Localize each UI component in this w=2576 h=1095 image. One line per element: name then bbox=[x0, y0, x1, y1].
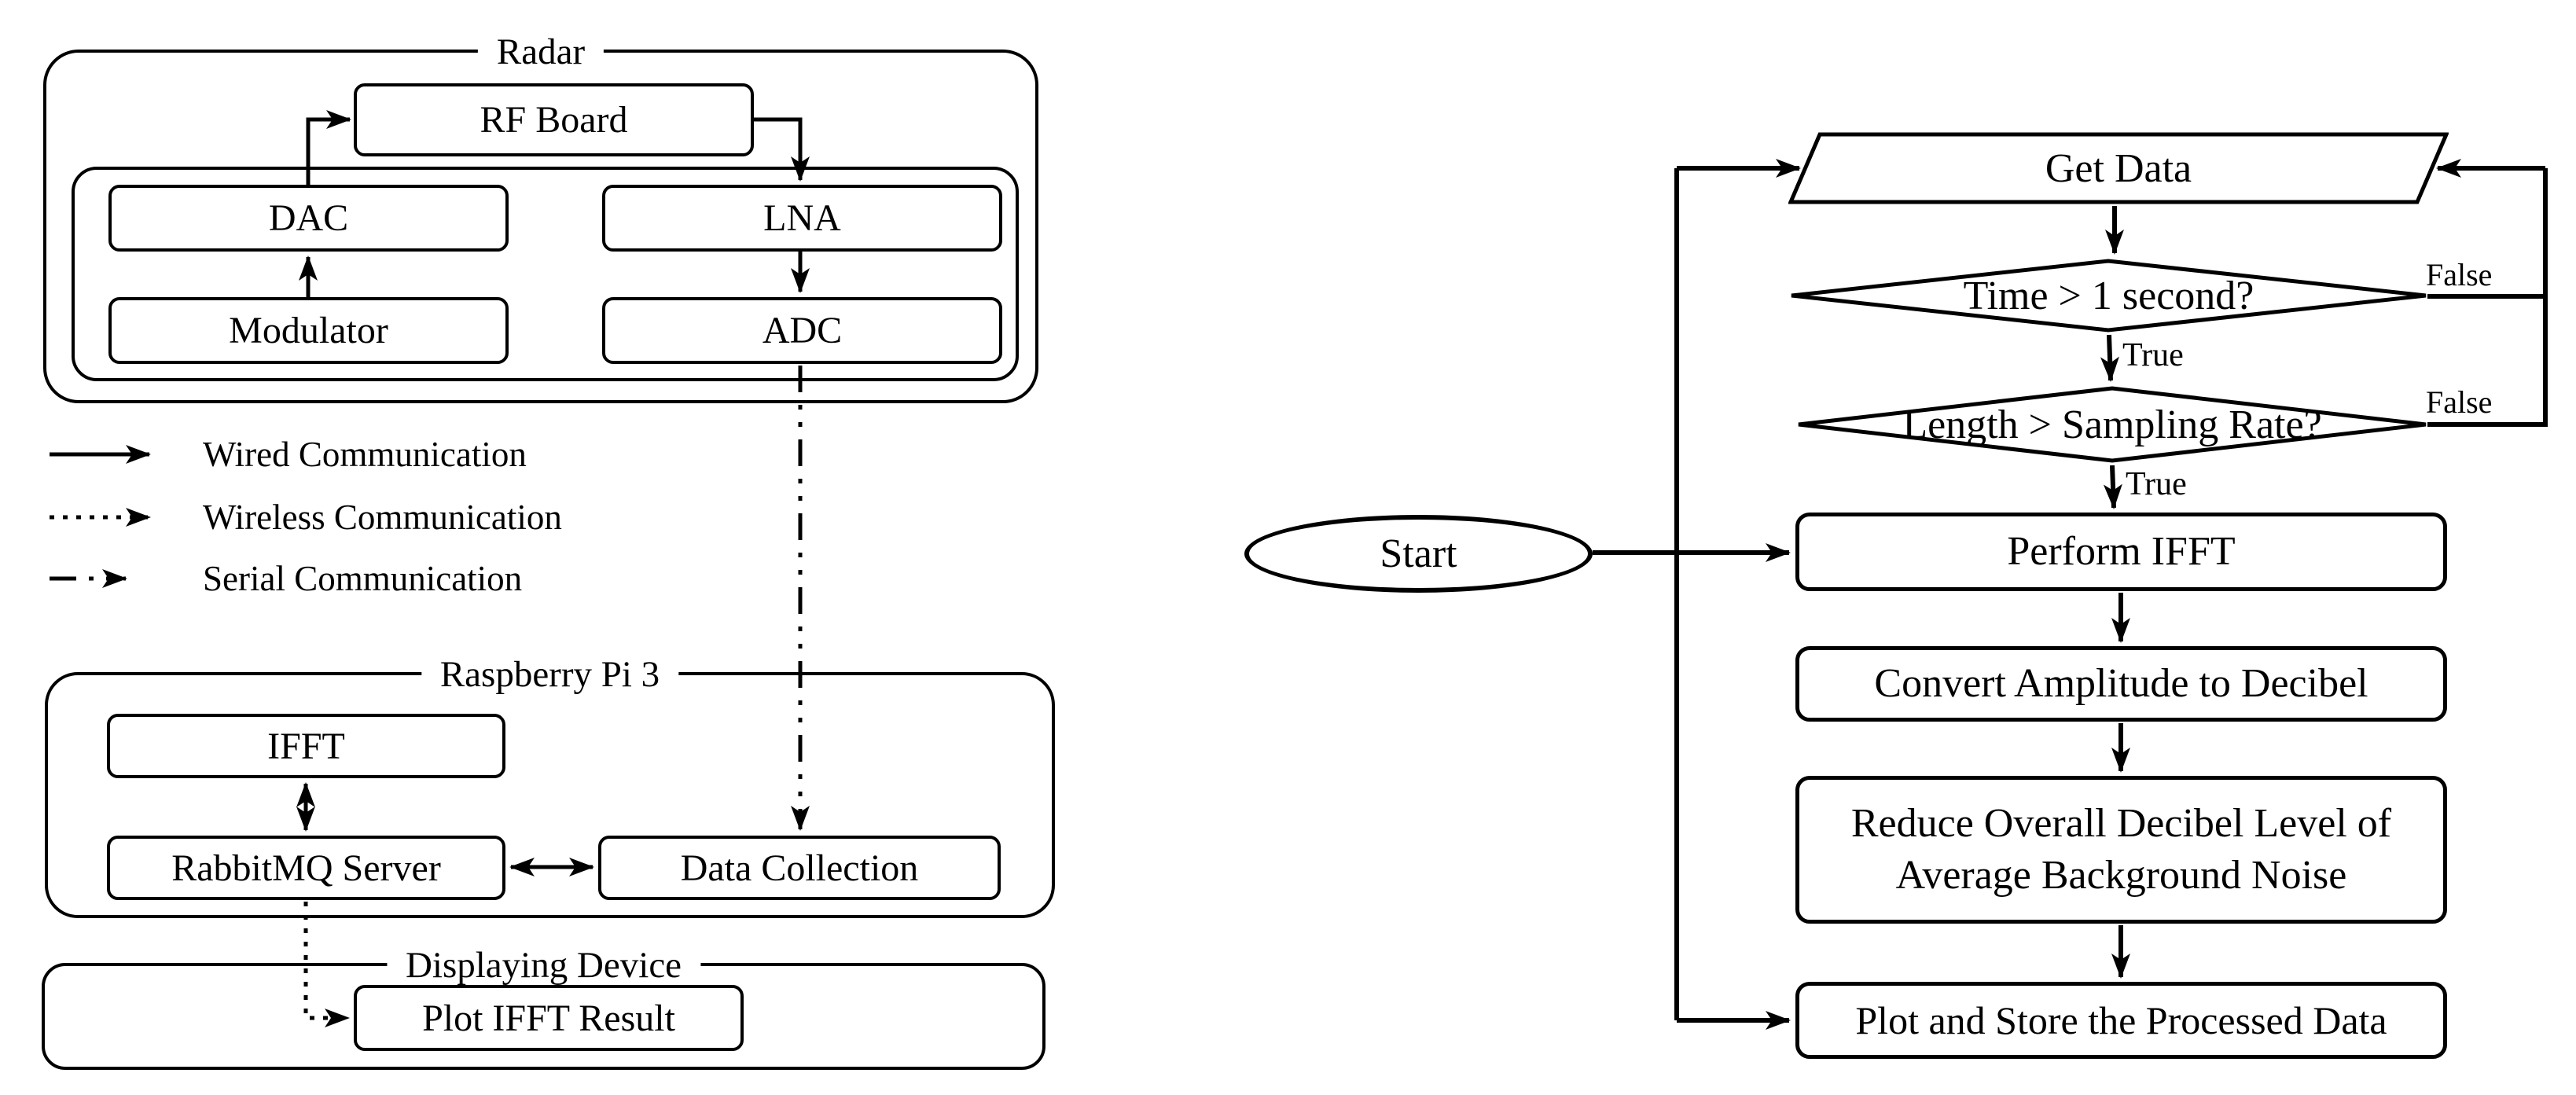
dac-label: DAC bbox=[268, 197, 349, 239]
start-node: Start bbox=[1244, 515, 1593, 593]
perform-ifft-node: Perform IFFT bbox=[1795, 513, 2447, 591]
convert-amplitude-node: Convert Amplitude to Decibel bbox=[1795, 646, 2447, 722]
length-check-label: Length > Sampling Rate? bbox=[1902, 402, 2322, 447]
modulator-label: Modulator bbox=[229, 310, 388, 351]
time-check-label: Time > 1 second? bbox=[1963, 273, 2254, 318]
length-check-true-label: True bbox=[2126, 466, 2187, 502]
lna-node: LNA bbox=[602, 185, 1002, 252]
reduce-decibel-label-line2: Average Background Noise bbox=[1895, 853, 2347, 898]
perform-ifft-label: Perform IFFT bbox=[2007, 529, 2236, 574]
time-check-node: Time > 1 second? bbox=[1788, 258, 2429, 333]
ifft-node: IFFT bbox=[107, 714, 505, 778]
plot-ifft-result-label: Plot IFFT Result bbox=[422, 997, 675, 1039]
length-check-false-label: False bbox=[2426, 384, 2493, 420]
legend-wired-label: Wired Communication bbox=[203, 435, 527, 474]
time-check-false-label: False bbox=[2426, 257, 2493, 292]
radar-group-label: Radar bbox=[477, 30, 604, 74]
plot-store-node: Plot and Store the Processed Data bbox=[1795, 982, 2447, 1059]
flow-arrow-time-check-to-length-check bbox=[2100, 334, 2119, 382]
legend-serial-label: Serial Communication bbox=[203, 559, 523, 598]
diamond-shape bbox=[1791, 259, 2427, 333]
adc-node: ADC bbox=[602, 297, 1002, 364]
reduce-decibel-label-line1: Reduce Overall Decibel Level of bbox=[1850, 801, 2392, 846]
displaying-device-group-label: Displaying Device bbox=[386, 943, 701, 987]
diamond-shape bbox=[1798, 386, 2427, 463]
rf-board-node: RF Board bbox=[354, 83, 754, 156]
raspberry-pi-group-label: Raspberry Pi 3 bbox=[421, 652, 679, 696]
time-check-true-label: True bbox=[2122, 337, 2184, 373]
adc-label: ADC bbox=[762, 310, 843, 351]
plot-ifft-result-node: Plot IFFT Result bbox=[354, 985, 744, 1051]
dac-node: DAC bbox=[108, 185, 509, 252]
convert-amplitude-label: Convert Amplitude to Decibel bbox=[1874, 661, 2368, 706]
plot-store-label: Plot and Store the Processed Data bbox=[1855, 998, 2387, 1042]
modulator-node: Modulator bbox=[108, 297, 509, 364]
length-check-node: Length > Sampling Rate? bbox=[1795, 385, 2429, 464]
get-data-label: Get Data bbox=[2045, 145, 2192, 191]
parallelogram-shape bbox=[1788, 132, 2449, 204]
rabbitmq-server-label: RabbitMQ Server bbox=[171, 847, 441, 889]
flow-arrow-length-check-to-perform-ifft bbox=[2103, 465, 2122, 509]
data-collection-node: Data Collection bbox=[598, 836, 1001, 900]
rabbitmq-server-node: RabbitMQ Server bbox=[107, 836, 505, 900]
rf-board-label: RF Board bbox=[480, 99, 628, 141]
start-label: Start bbox=[1380, 531, 1457, 576]
lna-label: LNA bbox=[763, 197, 841, 239]
reduce-decibel-node: Reduce Overall Decibel Level of Average … bbox=[1795, 776, 2447, 924]
data-collection-label: Data Collection bbox=[680, 847, 919, 889]
get-data-node: Get Data bbox=[1788, 132, 2449, 204]
legend-wireless-label: Wireless Communication bbox=[203, 498, 562, 537]
ifft-label: IFFT bbox=[267, 725, 345, 767]
